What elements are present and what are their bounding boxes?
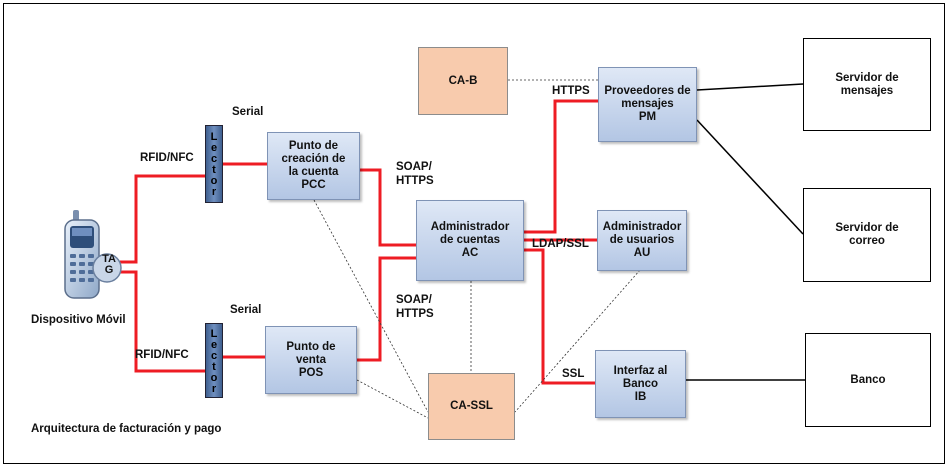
serial-label-top: Serial — [232, 106, 264, 118]
tag-label: TA G — [102, 253, 116, 276]
ca-ssl-node: CA-SSL — [428, 373, 515, 440]
serial-label-bottom: Serial — [230, 304, 262, 316]
trust-pcc-cassl — [313, 199, 429, 413]
diagram-caption: Arquitectura de facturación y pago — [31, 423, 222, 435]
https-label: HTTPS — [552, 85, 590, 97]
trust-links — [313, 79, 641, 419]
rfid-label-top: RFID/NFC — [140, 152, 194, 164]
link-ac-ib — [524, 248, 595, 385]
reader-bottom: Lector — [205, 323, 223, 398]
mobile-phone-icon — [64, 210, 122, 299]
link-device-reader-bottom — [120, 270, 206, 373]
device-label: Dispositivo Móvil — [31, 314, 126, 326]
ac-node: Administrador de cuentas AC — [416, 200, 524, 281]
pcc-node: Punto de creación de la cuenta PCC — [267, 132, 360, 200]
trust-au-cassl — [514, 269, 641, 413]
au-node: Administrador de usuarios AU — [597, 210, 687, 271]
bank-node: Banco — [805, 333, 931, 427]
ca-b-node: CA-B — [418, 47, 508, 115]
pm-node: Proveedores de mensajes PM — [598, 67, 697, 142]
rfid-label-bottom: RFID/NFC — [135, 349, 189, 361]
diagram-frame — [3, 3, 945, 464]
ib-node: Interfaz al Banco IB — [595, 350, 686, 418]
soap-label-bottom: SOAP/ HTTPS — [396, 294, 434, 320]
pos-node: Punto de venta POS — [265, 326, 357, 394]
external-links — [686, 83, 805, 381]
link-pm-mailserver — [696, 119, 804, 235]
reader-top: Lector — [205, 125, 223, 203]
trust-pos-cassl — [356, 379, 429, 419]
message-server-node: Servidor de mensajes — [803, 38, 931, 131]
link-pcc-ac — [360, 168, 416, 247]
ssl-label: SSL — [562, 368, 585, 380]
secure-links — [120, 99, 598, 385]
link-ac-pm — [524, 99, 598, 234]
soap-label-top: SOAP/ HTTPS — [396, 161, 434, 187]
ldap-label: LDAP/SSL — [532, 238, 589, 250]
link-pm-msgserver — [696, 83, 804, 91]
mail-server-node: Servidor de correo — [803, 188, 931, 282]
link-pos-ac — [357, 256, 416, 362]
link-device-reader-top — [120, 174, 206, 264]
